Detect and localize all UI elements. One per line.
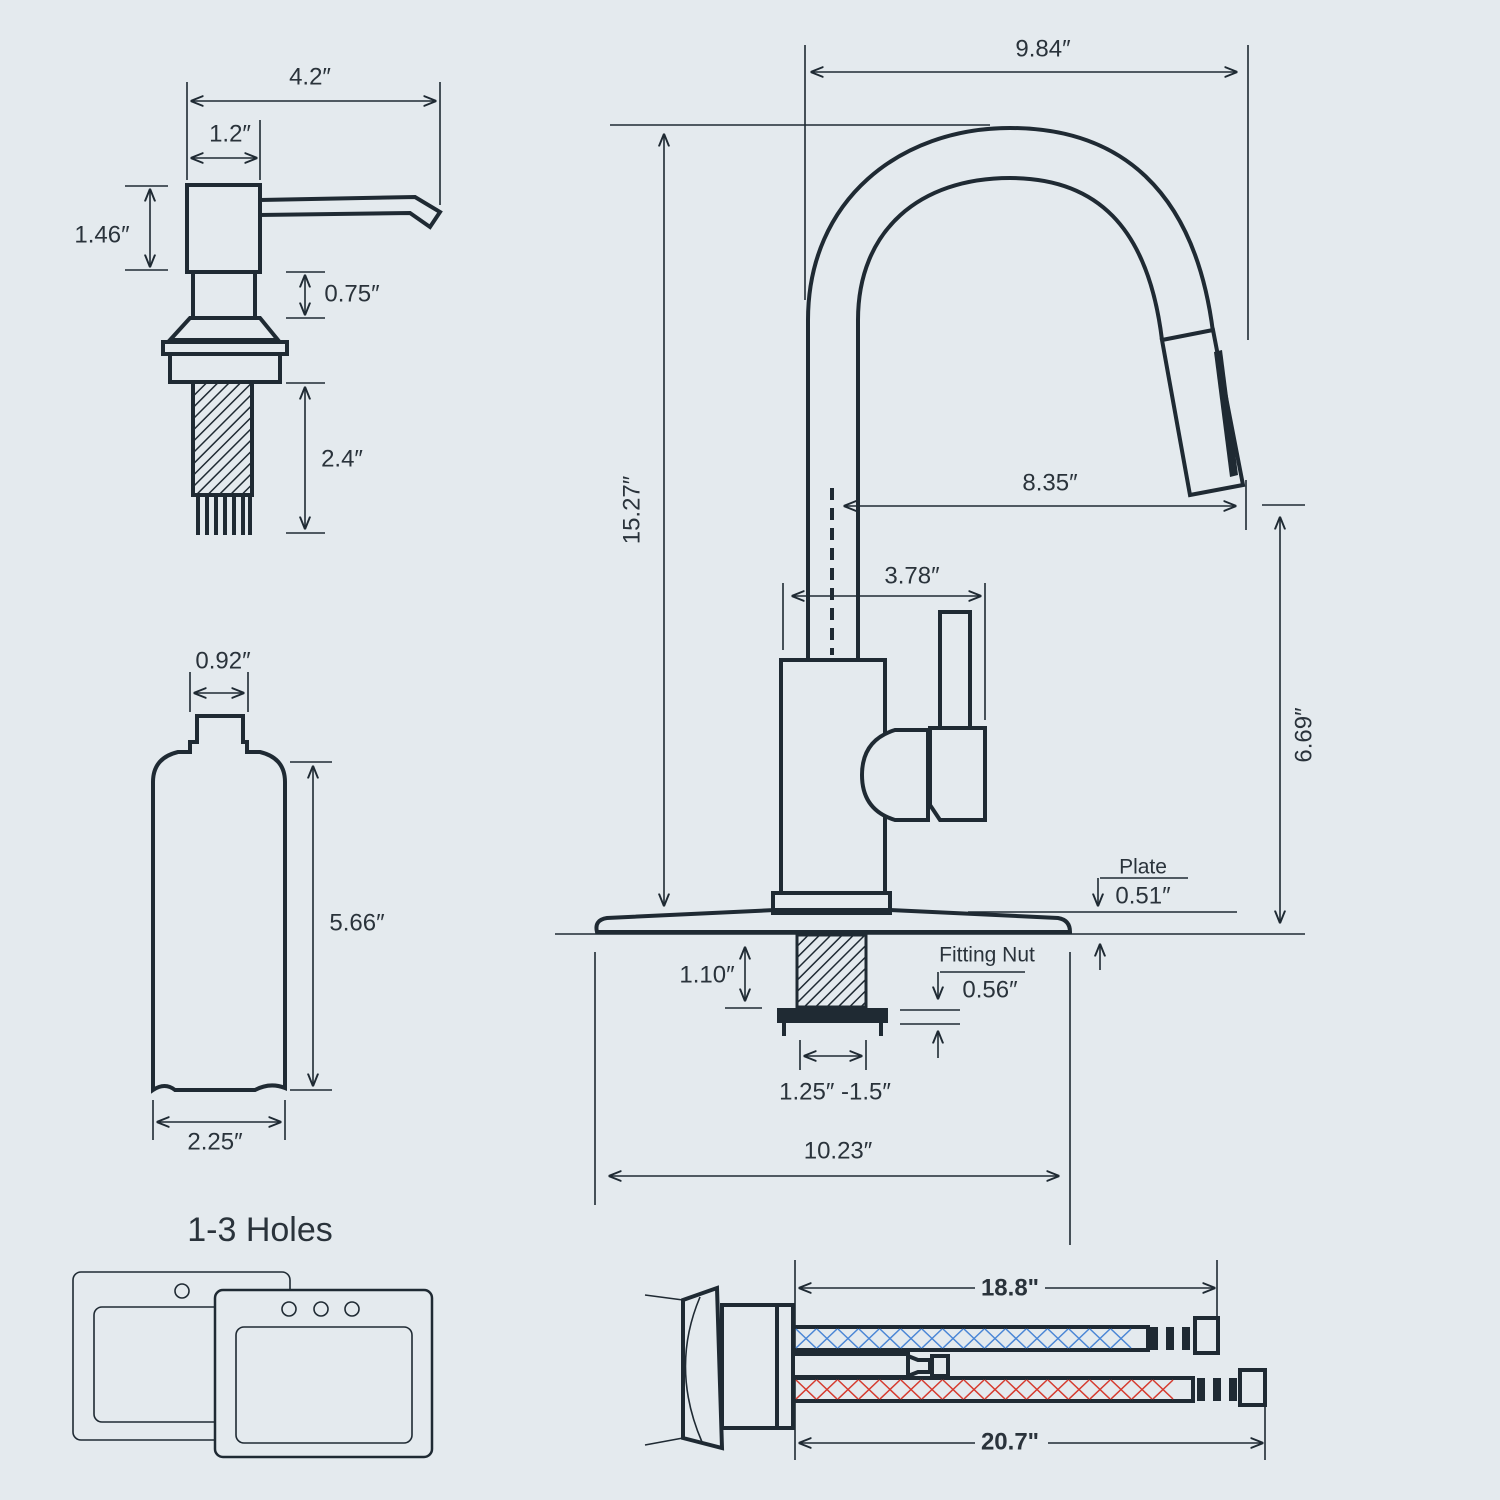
braid-stroke [816,1379,838,1400]
braid-stroke [1005,1379,1027,1400]
pump-head-width-label: 1.2″ [209,120,251,147]
braid-stroke [984,1328,1006,1349]
pump-shank-length-label: 2.4″ [321,445,363,472]
braid-stroke [1047,1379,1069,1400]
spout-clearance-label: 6.69″ [1290,707,1317,763]
braid-stroke [795,1328,817,1349]
faucet-reach-label: 9.84″ [1015,35,1071,62]
braid-stroke [879,1328,901,1349]
soap-pump-drawing [125,82,443,535]
sink-holes-title: 1-3 Holes [187,1211,333,1249]
faucet-height-label: 15.27″ [618,475,645,544]
spout-reach-label: 8.35″ [1022,469,1078,496]
braid-stroke [984,1379,1006,1400]
braid-stroke [963,1328,985,1349]
braid-stroke [1026,1328,1048,1349]
braid-stroke [795,1379,817,1400]
hot-hose-length-label: 20.7" [981,1428,1039,1455]
hot-hose-braid [795,1379,1174,1400]
braid-stroke [921,1379,943,1400]
braid-stroke [1026,1379,1048,1400]
braid-stroke [1068,1328,1090,1349]
plate-thickness-label: 0.51″ [1115,882,1171,909]
pump-total-width-label: 4.2″ [289,63,331,90]
bottle-width-label: 2.25″ [187,1128,243,1155]
hole-size-label: 1.25″ -1.5″ [779,1078,891,1105]
plate-width-label: 10.23″ [804,1137,873,1164]
braid-stroke [942,1379,964,1400]
pump-neck-height-label: 0.75″ [324,280,380,307]
braid-stroke [942,1328,964,1349]
soap-bottle-drawing [151,672,332,1140]
braid-stroke [1110,1328,1132,1349]
braid-stroke [963,1379,985,1400]
braid-stroke [1047,1328,1069,1349]
braid-stroke [837,1379,859,1400]
braid-stroke [858,1379,880,1400]
braid-stroke [816,1328,838,1349]
braid-stroke [879,1379,901,1400]
braid-stroke [900,1328,922,1349]
braid-stroke [1089,1379,1111,1400]
faucet-drawing [555,45,1305,1245]
braid-stroke [921,1328,943,1349]
bottle-neck-width-label: 0.92″ [195,647,251,674]
fitting-nut-thickness-label: 0.56″ [962,976,1018,1003]
plate-label: Plate [1119,856,1167,879]
cold-hose-braid [795,1328,1132,1349]
braid-stroke [858,1328,880,1349]
sink-three-holes [213,1288,434,1459]
braid-stroke [1068,1379,1090,1400]
shank-length-label: 1.10″ [679,961,735,988]
braid-stroke [837,1328,859,1349]
braid-stroke [1089,1328,1111,1349]
cold-hose-length-label: 18.8" [981,1274,1039,1301]
pump-head-height-label: 1.46″ [74,221,130,248]
pump-tube-bristles [196,495,252,535]
supply-hoses-drawing [644,1260,1267,1460]
handle-span-label: 3.78″ [884,562,940,589]
bottle-height-label: 5.66″ [329,909,385,936]
braid-stroke [900,1379,922,1400]
braid-stroke [1152,1379,1174,1400]
braid-stroke [1110,1379,1132,1400]
braid-stroke [1005,1328,1027,1349]
braid-stroke [1131,1379,1153,1400]
fitting-nut-label: Fitting Nut [939,944,1035,967]
